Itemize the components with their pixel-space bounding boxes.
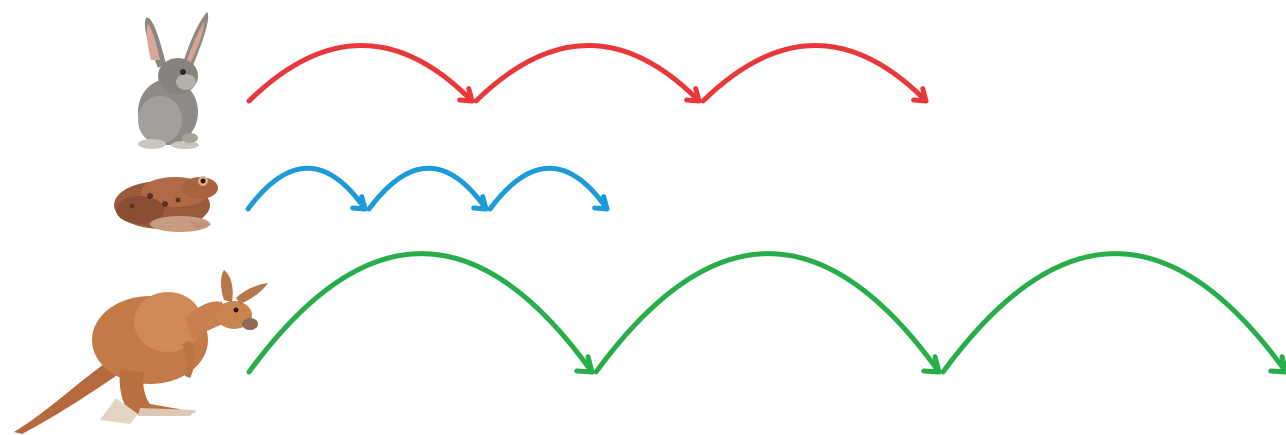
rabbit-jump-arc [700,43,929,104]
frog-arrowhead [471,194,489,212]
kangaroo-jump-arc [246,251,595,375]
jump-arcs [245,43,1286,375]
rabbit-jump-arc [246,43,475,104]
rabbit-icon [138,12,209,149]
rabbit-arrowhead [684,86,702,104]
rabbit-arrowhead [457,86,475,104]
kangaroo-jump-arc [940,251,1286,375]
kangaroo-arrowhead [574,354,595,375]
kangaroo-arrowhead [1268,354,1286,375]
kangaroo-arrowhead [921,354,942,375]
frog-icon [114,176,218,232]
frog-jump-arc [487,165,610,212]
kangaroo-icon [14,270,268,434]
frog-arrowhead [350,194,368,212]
kangaroo-jump-arc [593,251,942,375]
rabbit-jump-arc [473,43,702,104]
rabbit-arrowhead [911,86,929,104]
frog-jump-arc [366,165,489,212]
frog-jump-arc [245,165,368,212]
frog-arrowhead [592,194,610,212]
